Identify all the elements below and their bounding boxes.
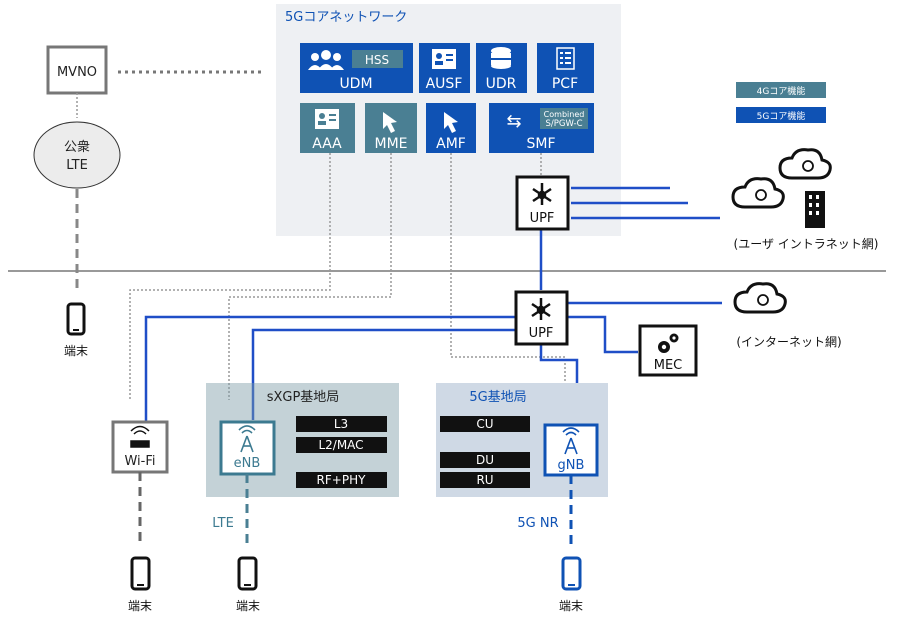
antenna-icon (238, 425, 256, 453)
gears-icon (658, 333, 679, 353)
ru-label: RU (476, 473, 493, 487)
pcf-box: PCF (537, 43, 594, 93)
wifi-terminal-label: 端末 (128, 599, 152, 613)
upf-bottom-box: UPF (514, 290, 569, 346)
rfphy-box (296, 472, 387, 488)
core-title: 5Gコアネットワーク (285, 10, 407, 25)
cloud-icon (733, 282, 787, 314)
intranet-label: (ユーザ イントラネット網) (734, 237, 879, 251)
sxgp-title: sXGP基地局 (267, 390, 340, 405)
legend-5g-swatch (736, 107, 826, 123)
cursor-icon (383, 112, 397, 133)
pcf-label: PCF (552, 76, 578, 92)
internet-label: (インターネット網) (736, 335, 841, 349)
mvno-box: MVNO (46, 45, 108, 95)
lte-terminal-label: 端末 (236, 599, 260, 613)
wifi-label: Wi-Fi (124, 454, 155, 469)
legend-4g-swatch (736, 82, 826, 98)
amf-box: AMF (426, 103, 476, 153)
l2mac-box (296, 437, 387, 453)
ausf-box: AUSF (419, 43, 470, 93)
aaa-box: AAA (300, 103, 355, 153)
cloud-icon (731, 177, 785, 209)
smf-box: ⇆ Combined S/PGW-C SMF (489, 103, 594, 153)
upf-wifi-link (144, 315, 516, 422)
l2mac-label: L2/MAC (318, 438, 363, 452)
public-lte-line1: 公衆 (64, 139, 90, 155)
lte-label: LTE (212, 516, 234, 531)
g5-panel: 5G基地局 CU DU RU (436, 383, 608, 497)
mme-enb-link (228, 153, 392, 400)
mec-label: MEC (654, 358, 683, 373)
id-card-icon (315, 109, 339, 129)
nr-label: 5G NR (517, 516, 558, 531)
upf-mec-link (565, 315, 638, 354)
aaa-wifi-link (129, 153, 331, 400)
combined-badge (540, 108, 588, 129)
phone-icon (130, 556, 151, 591)
phone-icon (561, 556, 582, 591)
udm-label: UDM (339, 76, 372, 92)
public-lte-cloud: 公衆 LTE (33, 121, 121, 189)
building-icon (805, 191, 825, 228)
phone-icon (237, 556, 258, 591)
hub-icon (532, 183, 552, 205)
upf-top-box: UPF (515, 175, 570, 231)
gnb-box: gNB (543, 423, 599, 477)
hss-label: HSS (365, 53, 389, 67)
legend-4g-label: 4Gコア機能 (757, 85, 806, 97)
udm-box: HSS UDM (300, 43, 413, 93)
wifi-box: Wi-Fi (111, 420, 169, 474)
antenna-icon (562, 427, 580, 455)
legend-5g-label: 5Gコア機能 (757, 110, 806, 122)
arrows-icon: ⇆ (506, 111, 521, 132)
g5-title: 5G基地局 (469, 390, 526, 405)
cu-label: CU (476, 417, 493, 431)
smf-label: SMF (526, 136, 555, 152)
mme-box: MME (365, 103, 417, 153)
checklist-icon (556, 47, 575, 70)
legend: 4Gコア機能 5Gコア機能 (736, 82, 826, 123)
control-links (129, 153, 566, 400)
upf-bottom-label: UPF (529, 326, 554, 341)
ru-box (440, 472, 530, 488)
id-card-icon (432, 49, 456, 69)
people-icon (308, 50, 344, 70)
l3-label: L3 (334, 417, 348, 431)
rfphy-label: RF+PHY (317, 473, 367, 487)
sxgp-panel: sXGP基地局 L3 L2/MAC RF+PHY (206, 383, 399, 497)
amf-label: AMF (436, 136, 466, 152)
udr-box: UDR (476, 43, 527, 93)
upf-enb-link (251, 328, 516, 420)
du-label: DU (476, 453, 494, 467)
enb-box: eNB (219, 420, 276, 476)
gnb-label: gNB (558, 458, 585, 473)
public-lte-line2: LTE (66, 158, 88, 173)
aaa-label: AAA (312, 136, 342, 152)
smf-combined-line1: Combined (544, 110, 585, 119)
cursor-icon (444, 112, 458, 133)
hub-icon (531, 298, 551, 320)
router-icon (130, 425, 150, 448)
cloud-icon (778, 148, 832, 180)
du-box (440, 452, 530, 468)
phone-icon (66, 302, 86, 336)
smf-combined-line2: S/PGW-C (545, 119, 582, 129)
mme-label: MME (374, 136, 407, 152)
nr-terminal-label: 端末 (559, 599, 583, 613)
udr-label: UDR (486, 76, 517, 92)
mvno-terminal-label: 端末 (64, 344, 88, 358)
upf-top-label: UPF (530, 211, 555, 226)
database-icon (491, 47, 511, 69)
mec-box: MEC (638, 324, 698, 377)
l3-box (296, 416, 387, 432)
cu-box (440, 416, 530, 432)
amf-gnb-link (450, 153, 566, 400)
enb-label: eNB (234, 456, 261, 471)
hss-badge (352, 50, 403, 68)
mvno-label: MVNO (57, 65, 97, 80)
ausf-label: AUSF (426, 76, 463, 92)
